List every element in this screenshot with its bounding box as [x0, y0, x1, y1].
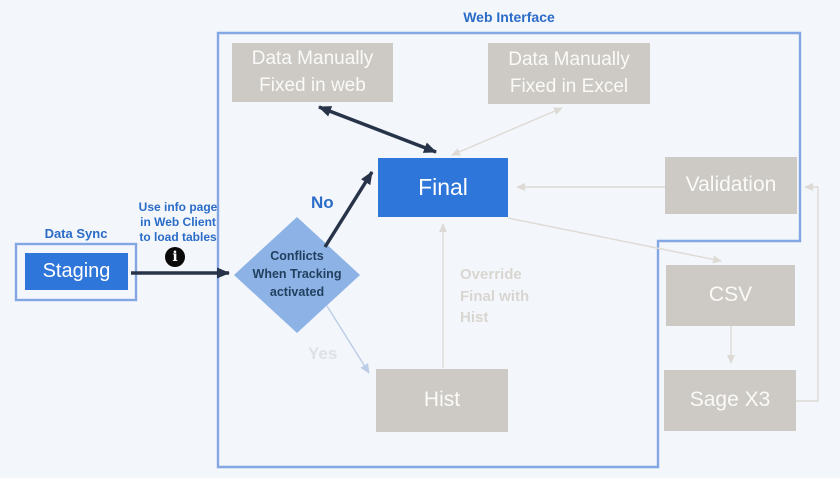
- web-interface-container-label: Web Interface: [463, 9, 555, 25]
- info-note: Use info page in Web Client to load tabl…: [138, 200, 218, 244]
- node-staging: Staging: [25, 253, 128, 290]
- edge-final-web-fixed: [318, 105, 437, 154]
- override-note: Override Final with Hist: [460, 266, 530, 326]
- node-sage-x3: Sage X3: [664, 370, 796, 431]
- edge-final-excel-fixed: [451, 107, 563, 156]
- node-csv: CSV: [666, 265, 795, 326]
- edge-label-no: No: [311, 193, 334, 212]
- data-sync-container-label: Data Sync: [44, 226, 108, 241]
- node-decision-conflicts: Conflicts When Tracking activated: [234, 217, 360, 333]
- edge-final-to-csv: [507, 217, 722, 264]
- node-data-manually-fixed-in-excel: Data Manually Fixed in Excel: [488, 43, 650, 104]
- node-validation: Validation: [665, 157, 797, 214]
- decision-label: Conflicts When Tracking activated: [252, 249, 342, 299]
- node-final: Final: [378, 158, 508, 217]
- edge-sage-x3-to-validation: [796, 183, 819, 402]
- node-data-manually-fixed-in-web: Data Manually Fixed in web: [232, 43, 393, 102]
- info-icon: i: [165, 247, 185, 267]
- edge-label-yes: Yes: [308, 344, 338, 363]
- node-hist: Hist: [376, 369, 508, 432]
